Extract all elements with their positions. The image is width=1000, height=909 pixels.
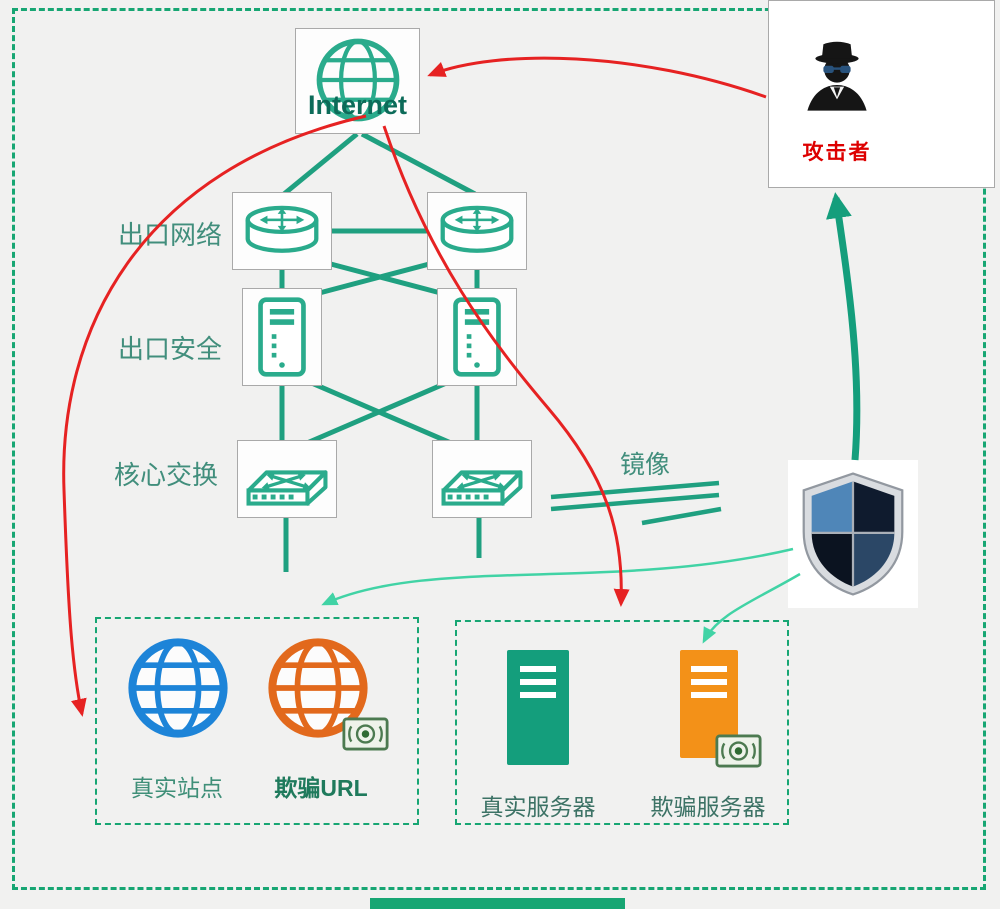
- label-exit-security: 出口安全: [118, 334, 223, 364]
- router-node-left: [232, 192, 332, 270]
- switch-node-left: [237, 440, 337, 518]
- diagram-border: [12, 8, 986, 890]
- attacker-inner: 攻击者: [789, 37, 885, 166]
- label-real-server: 真实服务器: [480, 794, 596, 820]
- banknote-eye-icon: [342, 717, 389, 751]
- server-teal-icon: [507, 650, 569, 765]
- internet-node: Internet: [295, 28, 420, 134]
- switch-icon: [246, 470, 328, 506]
- globe-blue-icon: [128, 638, 228, 738]
- deception-platform-node: [788, 460, 918, 608]
- label-core-switch: 核心交换: [114, 460, 219, 490]
- router-icon: [245, 205, 319, 253]
- internet-label: Internet: [307, 90, 407, 120]
- label-mirror: 镜像: [620, 451, 671, 479]
- server-zone: 真实服务器 欺骗服务器: [455, 620, 789, 825]
- label-fake-url: 欺骗URL: [274, 775, 368, 801]
- router-node-right: [427, 192, 527, 270]
- router-icon: [440, 205, 514, 253]
- firewall-icon: [453, 297, 501, 377]
- label-exit-network: 出口网络: [118, 220, 223, 250]
- attacker-label: 攻击者: [802, 141, 872, 164]
- bottom-accent-bar: [370, 898, 625, 909]
- label-real-site: 真实站点: [131, 775, 223, 801]
- firewall-node-right: [437, 288, 517, 386]
- label-fake-server: 欺骗服务器: [650, 794, 766, 820]
- firewall-node-left: [242, 288, 322, 386]
- attacker-node: 攻击者: [768, 0, 995, 188]
- firewall-icon: [258, 297, 306, 377]
- banknote-eye-icon: [715, 734, 762, 768]
- spy-icon: [807, 41, 867, 111]
- switch-icon: [441, 470, 523, 506]
- site-zone: 真实站点 欺骗URL: [95, 617, 419, 825]
- switch-node-right: [432, 440, 532, 518]
- shield-icon: [802, 472, 904, 596]
